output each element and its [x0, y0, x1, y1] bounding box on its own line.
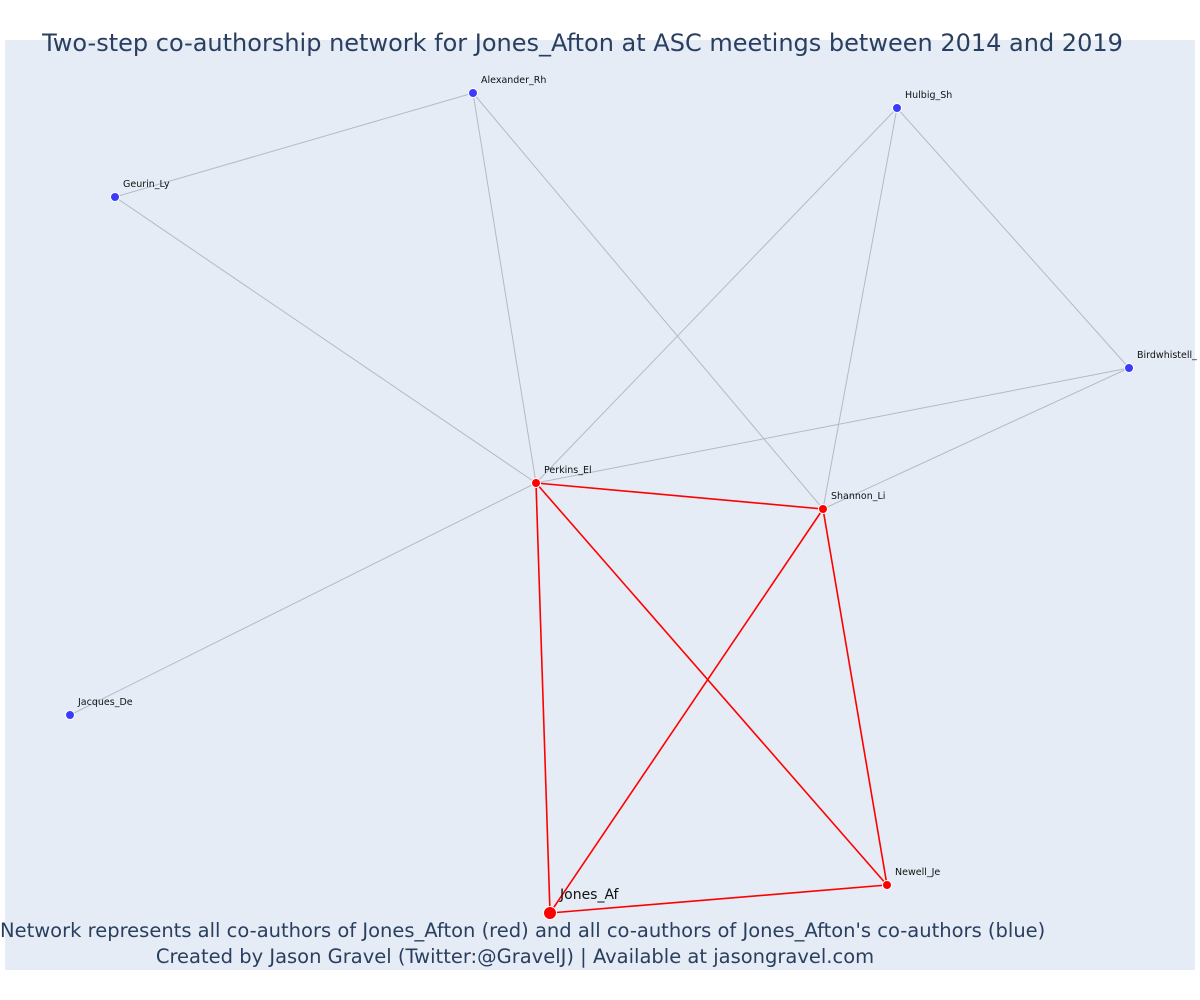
edge-Geurin_Ly-Alexander_Rh — [114, 92, 474, 198]
edge-Newell_Je-Jones_Af — [549, 884, 888, 914]
caption-line-1: Network represents all co-authors of Jon… — [0, 919, 1046, 942]
edge-Hulbig_Sh-Birdwhistell — [896, 107, 1130, 369]
node-Newell_Je[interactable] — [882, 880, 892, 890]
edge-Alexander_Rh-Perkins_El — [472, 92, 537, 484]
node-label-Shannon_Li: Shannon_Li — [831, 491, 885, 502]
node-Jacques_De[interactable] — [65, 710, 75, 720]
edge-Hulbig_Sh-Perkins_El — [535, 107, 898, 484]
node-Perkins_El[interactable] — [531, 478, 541, 488]
node-Geurin_Ly[interactable] — [110, 192, 120, 202]
node-layer: Alexander_RhHulbig_ShGeurin_LyBirdwhiste… — [65, 75, 1197, 920]
node-label-Geurin_Ly: Geurin_Ly — [123, 179, 170, 190]
edge-Shannon_Li-Jones_Af — [549, 508, 824, 914]
edge-layer — [69, 92, 1130, 914]
edge-Perkins_El-Shannon_Li — [535, 482, 824, 510]
node-label-Jones_Af: Jones_Af — [559, 887, 620, 903]
node-label-Alexander_Rh: Alexander_Rh — [481, 75, 546, 86]
node-label-Perkins_El: Perkins_El — [544, 465, 592, 476]
node-label-Hulbig_Sh: Hulbig_Sh — [905, 90, 952, 101]
edge-Perkins_El-Jones_Af — [535, 482, 551, 914]
node-Hulbig_Sh[interactable] — [892, 103, 902, 113]
node-Birdwhistell[interactable] — [1124, 363, 1134, 373]
node-Alexander_Rh[interactable] — [468, 88, 478, 98]
edge-Perkins_El-Jacques_De — [69, 482, 537, 716]
edge-Alexander_Rh-Shannon_Li — [472, 92, 824, 510]
edge-Birdwhistell-Perkins_El — [535, 367, 1130, 484]
edge-Shannon_Li-Newell_Je — [822, 508, 888, 886]
node-label-Jacques_De: Jacques_De — [77, 697, 133, 708]
chart-title: Two-step co-authorship network for Jones… — [42, 29, 1123, 57]
caption-line-2: Created by Jason Gravel (Twitter:@Gravel… — [155, 945, 875, 968]
plot-background — [5, 40, 1195, 970]
edge-Perkins_El-Newell_Je — [535, 482, 888, 886]
node-Jones_Af[interactable] — [543, 906, 557, 920]
node-Shannon_Li[interactable] — [818, 504, 828, 514]
node-label-Newell_Je: Newell_Je — [895, 867, 940, 878]
node-label-Birdwhistell: Birdwhistell_ — [1137, 350, 1197, 361]
edge-Hulbig_Sh-Shannon_Li — [822, 107, 898, 510]
edge-Birdwhistell-Shannon_Li — [822, 367, 1130, 510]
edge-Geurin_Ly-Perkins_El — [114, 196, 537, 484]
